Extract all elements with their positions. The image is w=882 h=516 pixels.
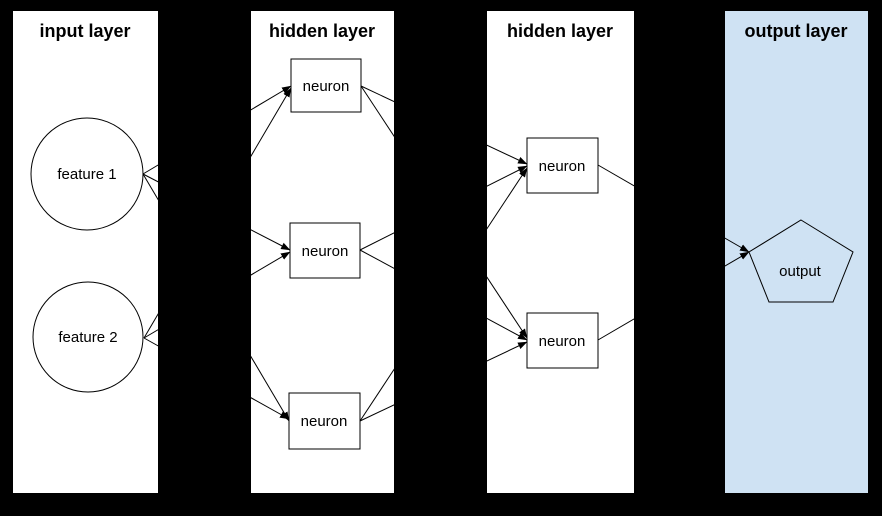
node-neuron-h2n1: [526, 137, 599, 194]
node-neuron-h1n3: [288, 392, 361, 450]
label-neuron-h1n1: neuron: [303, 78, 350, 95]
node-neuron-h2n2: [526, 312, 599, 369]
node-feature-1: [30, 117, 144, 231]
gap-mask: [634, 0, 725, 516]
gap-mask: [0, 493, 882, 516]
label-neuron-h1n2: neuron: [302, 243, 349, 260]
label-neuron-h2n2: neuron: [539, 333, 586, 350]
nodes: [30, 58, 854, 450]
gap-mask: [0, 0, 882, 11]
gap-mask: [158, 0, 251, 516]
label-neuron-h2n1: neuron: [539, 158, 586, 175]
label-feature-1: feature 1: [57, 166, 116, 183]
panel-hidden-layer-2: [487, 11, 634, 493]
title-input-layer: input layer: [39, 21, 130, 41]
label-output: output: [779, 263, 822, 280]
title-hidden-layer-1: hidden layer: [269, 21, 375, 41]
label-neuron-h1n3: neuron: [301, 413, 348, 430]
title-output-layer: output layer: [744, 21, 847, 41]
node-feature-2: [32, 281, 144, 393]
node-neuron-h1n2: [289, 222, 361, 279]
gap-mask: [0, 0, 13, 516]
node-labels: feature 1 feature 2 neuron neuron neuron…: [57, 78, 821, 430]
title-hidden-layer-2: hidden layer: [507, 21, 613, 41]
panel-input-layer: [13, 11, 158, 493]
node-neuron-h1n1: [290, 58, 362, 113]
label-feature-2: feature 2: [58, 329, 117, 346]
gap-mask: [394, 0, 487, 516]
gap-mask: [868, 0, 882, 516]
panel-titles: input layer hidden layer hidden layer ou…: [39, 21, 847, 41]
node-output-pentagon: [748, 219, 854, 303]
